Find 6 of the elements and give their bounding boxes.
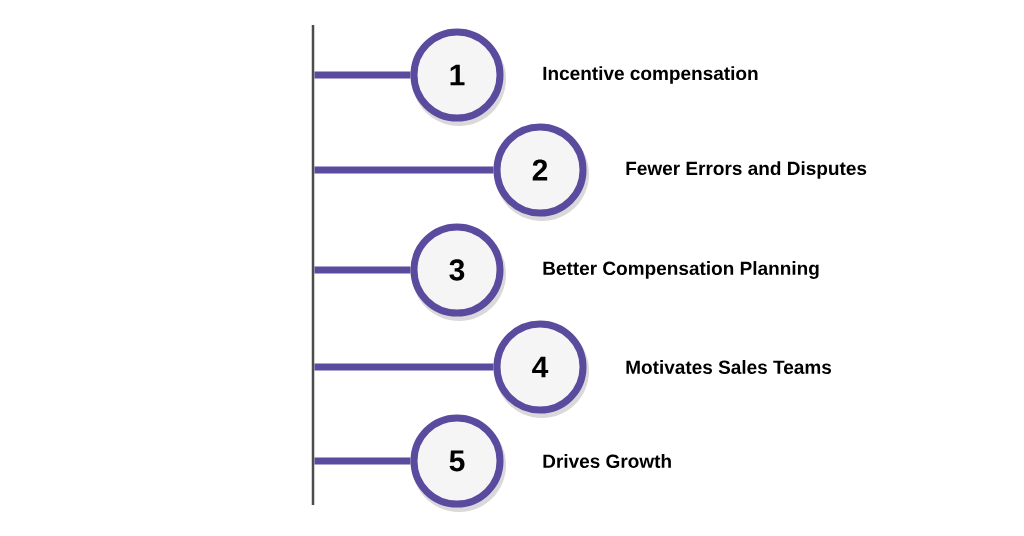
item-label: Incentive compensation — [543, 66, 758, 84]
item-label: Fewer Errors and Disputes — [626, 161, 867, 179]
item-label: Motivates Sales Teams — [626, 360, 832, 374]
item-label: Drives Growth — [543, 454, 671, 468]
vertical-bar — [311, 25, 315, 505]
item-label: Better Compensation Planning — [543, 261, 819, 279]
